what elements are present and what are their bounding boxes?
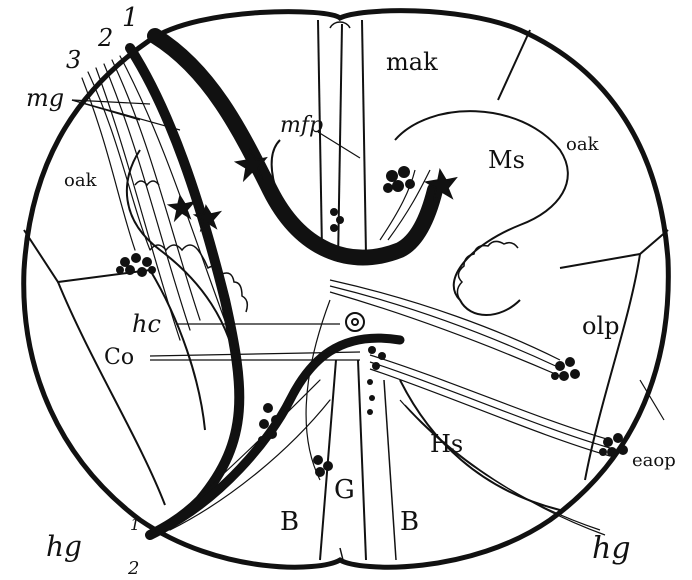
anterior-median-fissure <box>318 20 366 262</box>
label-b-right: B <box>400 507 419 537</box>
label-num1-bottom: 1 <box>130 515 140 534</box>
label-mak: mak <box>386 48 438 76</box>
label-hc: hc <box>132 310 161 338</box>
cluster-ms <box>383 166 415 193</box>
root-fibre-bundles <box>82 36 435 535</box>
label-mfp: mfp <box>280 113 323 138</box>
label-olp: olp <box>582 312 620 340</box>
cluster-center-bottom <box>367 346 386 415</box>
cluster-center-top <box>330 208 344 232</box>
cluster-olp <box>551 357 580 381</box>
right-dendritic-border <box>457 241 518 300</box>
label-co: Co <box>104 345 134 370</box>
label-num3-top: 3 <box>66 46 81 74</box>
label-b-left: B <box>280 507 299 537</box>
label-hg-left: hg <box>46 530 82 563</box>
label-mg: mg <box>26 84 64 112</box>
stellate-neurons <box>169 150 456 230</box>
label-num2-top: 2 <box>97 24 113 52</box>
label-ms: Ms <box>488 146 525 174</box>
label-g: G <box>334 475 355 505</box>
label-num2-bottom: 2 <box>127 558 139 579</box>
posterior-median-septum <box>320 360 396 560</box>
label-eaop: eaop <box>632 450 676 471</box>
label-num1-top: 1 <box>122 3 139 33</box>
label-hg-right: hg <box>592 531 631 566</box>
label-oak-left: oak <box>64 170 98 191</box>
label-oak-right: oak <box>566 134 600 155</box>
central-canal <box>346 313 364 331</box>
neuron-clusters <box>116 166 628 477</box>
label-hs: Hs <box>430 430 463 458</box>
cluster-left <box>116 253 156 277</box>
